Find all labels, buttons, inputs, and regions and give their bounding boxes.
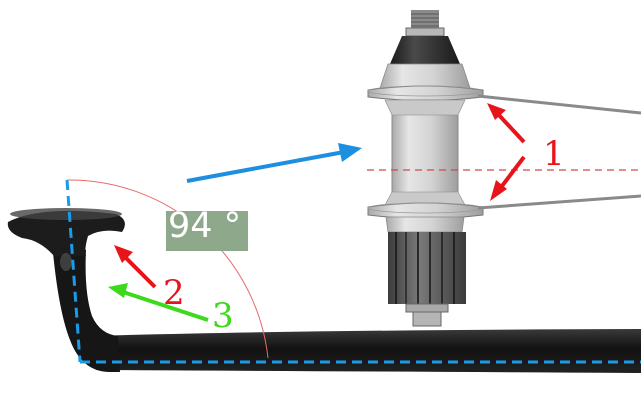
bottom-axle-end: [405, 303, 449, 327]
angle-label-box: [166, 211, 248, 251]
spoke-head-arrow: [114, 245, 157, 289]
hub-illustration: [367, 10, 484, 327]
bend-arrow: [108, 283, 209, 322]
label-bend: 3: [212, 296, 234, 336]
flange-arrows: [487, 103, 526, 201]
hub-end-cap: [390, 36, 460, 64]
spoke-lower: [477, 194, 641, 210]
hub-shell: [391, 99, 459, 206]
label-spoke-head: 2: [163, 273, 185, 313]
blue-arrow: [186, 143, 362, 183]
freehub-body: [388, 232, 466, 304]
bend-guide-lines: [65, 179, 641, 364]
upper-flange: [367, 85, 484, 101]
spoke-upper: [477, 94, 641, 115]
top-axle-nut: [405, 10, 445, 37]
angle-label: 94 °: [168, 206, 242, 246]
spoke-j-bend: [7, 208, 641, 373]
label-flange: 1: [543, 134, 565, 174]
lower-flange: [367, 202, 484, 219]
